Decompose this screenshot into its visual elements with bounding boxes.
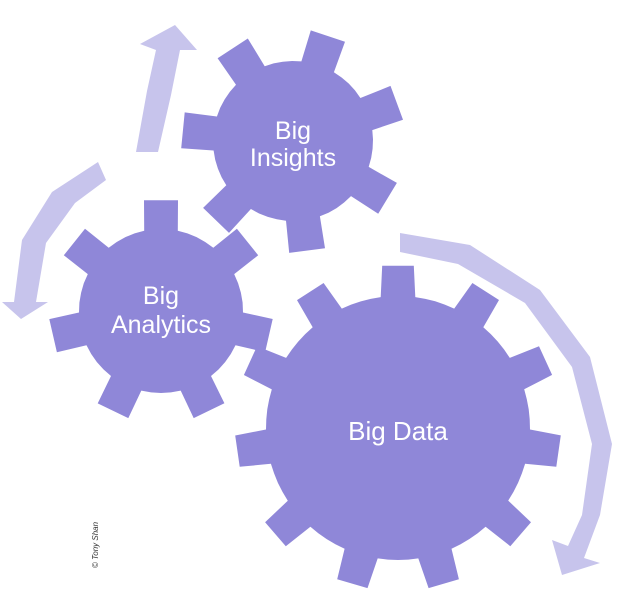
big-analytics-label-line2: Analytics: [111, 311, 211, 339]
big-data-label: Big Data: [348, 416, 448, 446]
big-insights-label-line2: Insights: [250, 144, 336, 172]
big-insights-label-line1: Big: [275, 117, 311, 145]
gear-big-analytics: [49, 200, 273, 419]
arrow-data-to-bottom: [400, 233, 612, 575]
big-analytics-label-line1: Big: [143, 282, 179, 310]
arrow-insights-to-top: [136, 25, 197, 152]
arrow-to-analytics: [2, 162, 106, 319]
gear-big-data: [235, 265, 561, 589]
gear-big-insights: [181, 30, 403, 253]
copyright-text: © Tony Shan: [91, 521, 100, 568]
cycle-arrows: [2, 25, 612, 575]
